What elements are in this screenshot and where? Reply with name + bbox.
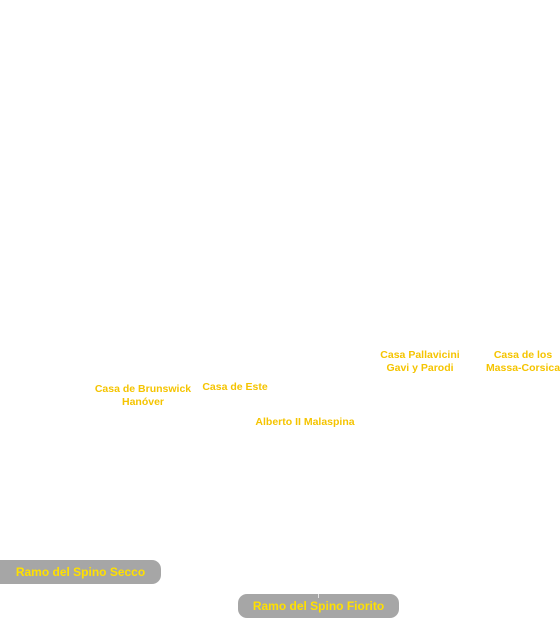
alberto-malaspina-label: Alberto II Malaspina bbox=[246, 416, 364, 429]
house-brunswick-line2: Hanóver bbox=[121, 396, 164, 408]
house-brunswick-line1: Casa de Brunswick bbox=[94, 383, 192, 395]
house-massa-corsica-label: Casa de los Massa-Corsica bbox=[484, 349, 560, 375]
house-pallavicini-label: Casa Pallavicini Gavi y Parodi bbox=[376, 349, 464, 375]
house-brunswick-label: Casa de Brunswick Hanóver bbox=[92, 383, 194, 409]
branch-spino-fiorito[interactable]: Ramo del Spino Fiorito bbox=[238, 594, 399, 618]
house-este-label: Casa de Este bbox=[199, 381, 271, 394]
house-pallavicini-line1: Casa Pallavicini bbox=[380, 349, 460, 361]
house-este-line1: Casa de Este bbox=[202, 381, 268, 393]
branch-spino-secco-label: Ramo del Spino Secco bbox=[15, 565, 146, 579]
branch-spino-secco[interactable]: Ramo del Spino Secco bbox=[0, 560, 161, 584]
branch-spino-fiorito-label: Ramo del Spino Fiorito bbox=[252, 599, 385, 613]
house-pallavicini-line2: Gavi y Parodi bbox=[386, 362, 454, 374]
house-massa-corsica-line2: Massa-Corsica bbox=[485, 362, 560, 374]
branch-connector-tick bbox=[318, 590, 319, 598]
house-massa-corsica-line1: Casa de los bbox=[493, 349, 553, 361]
alberto-malaspina-line1: Alberto II Malaspina bbox=[255, 416, 355, 428]
